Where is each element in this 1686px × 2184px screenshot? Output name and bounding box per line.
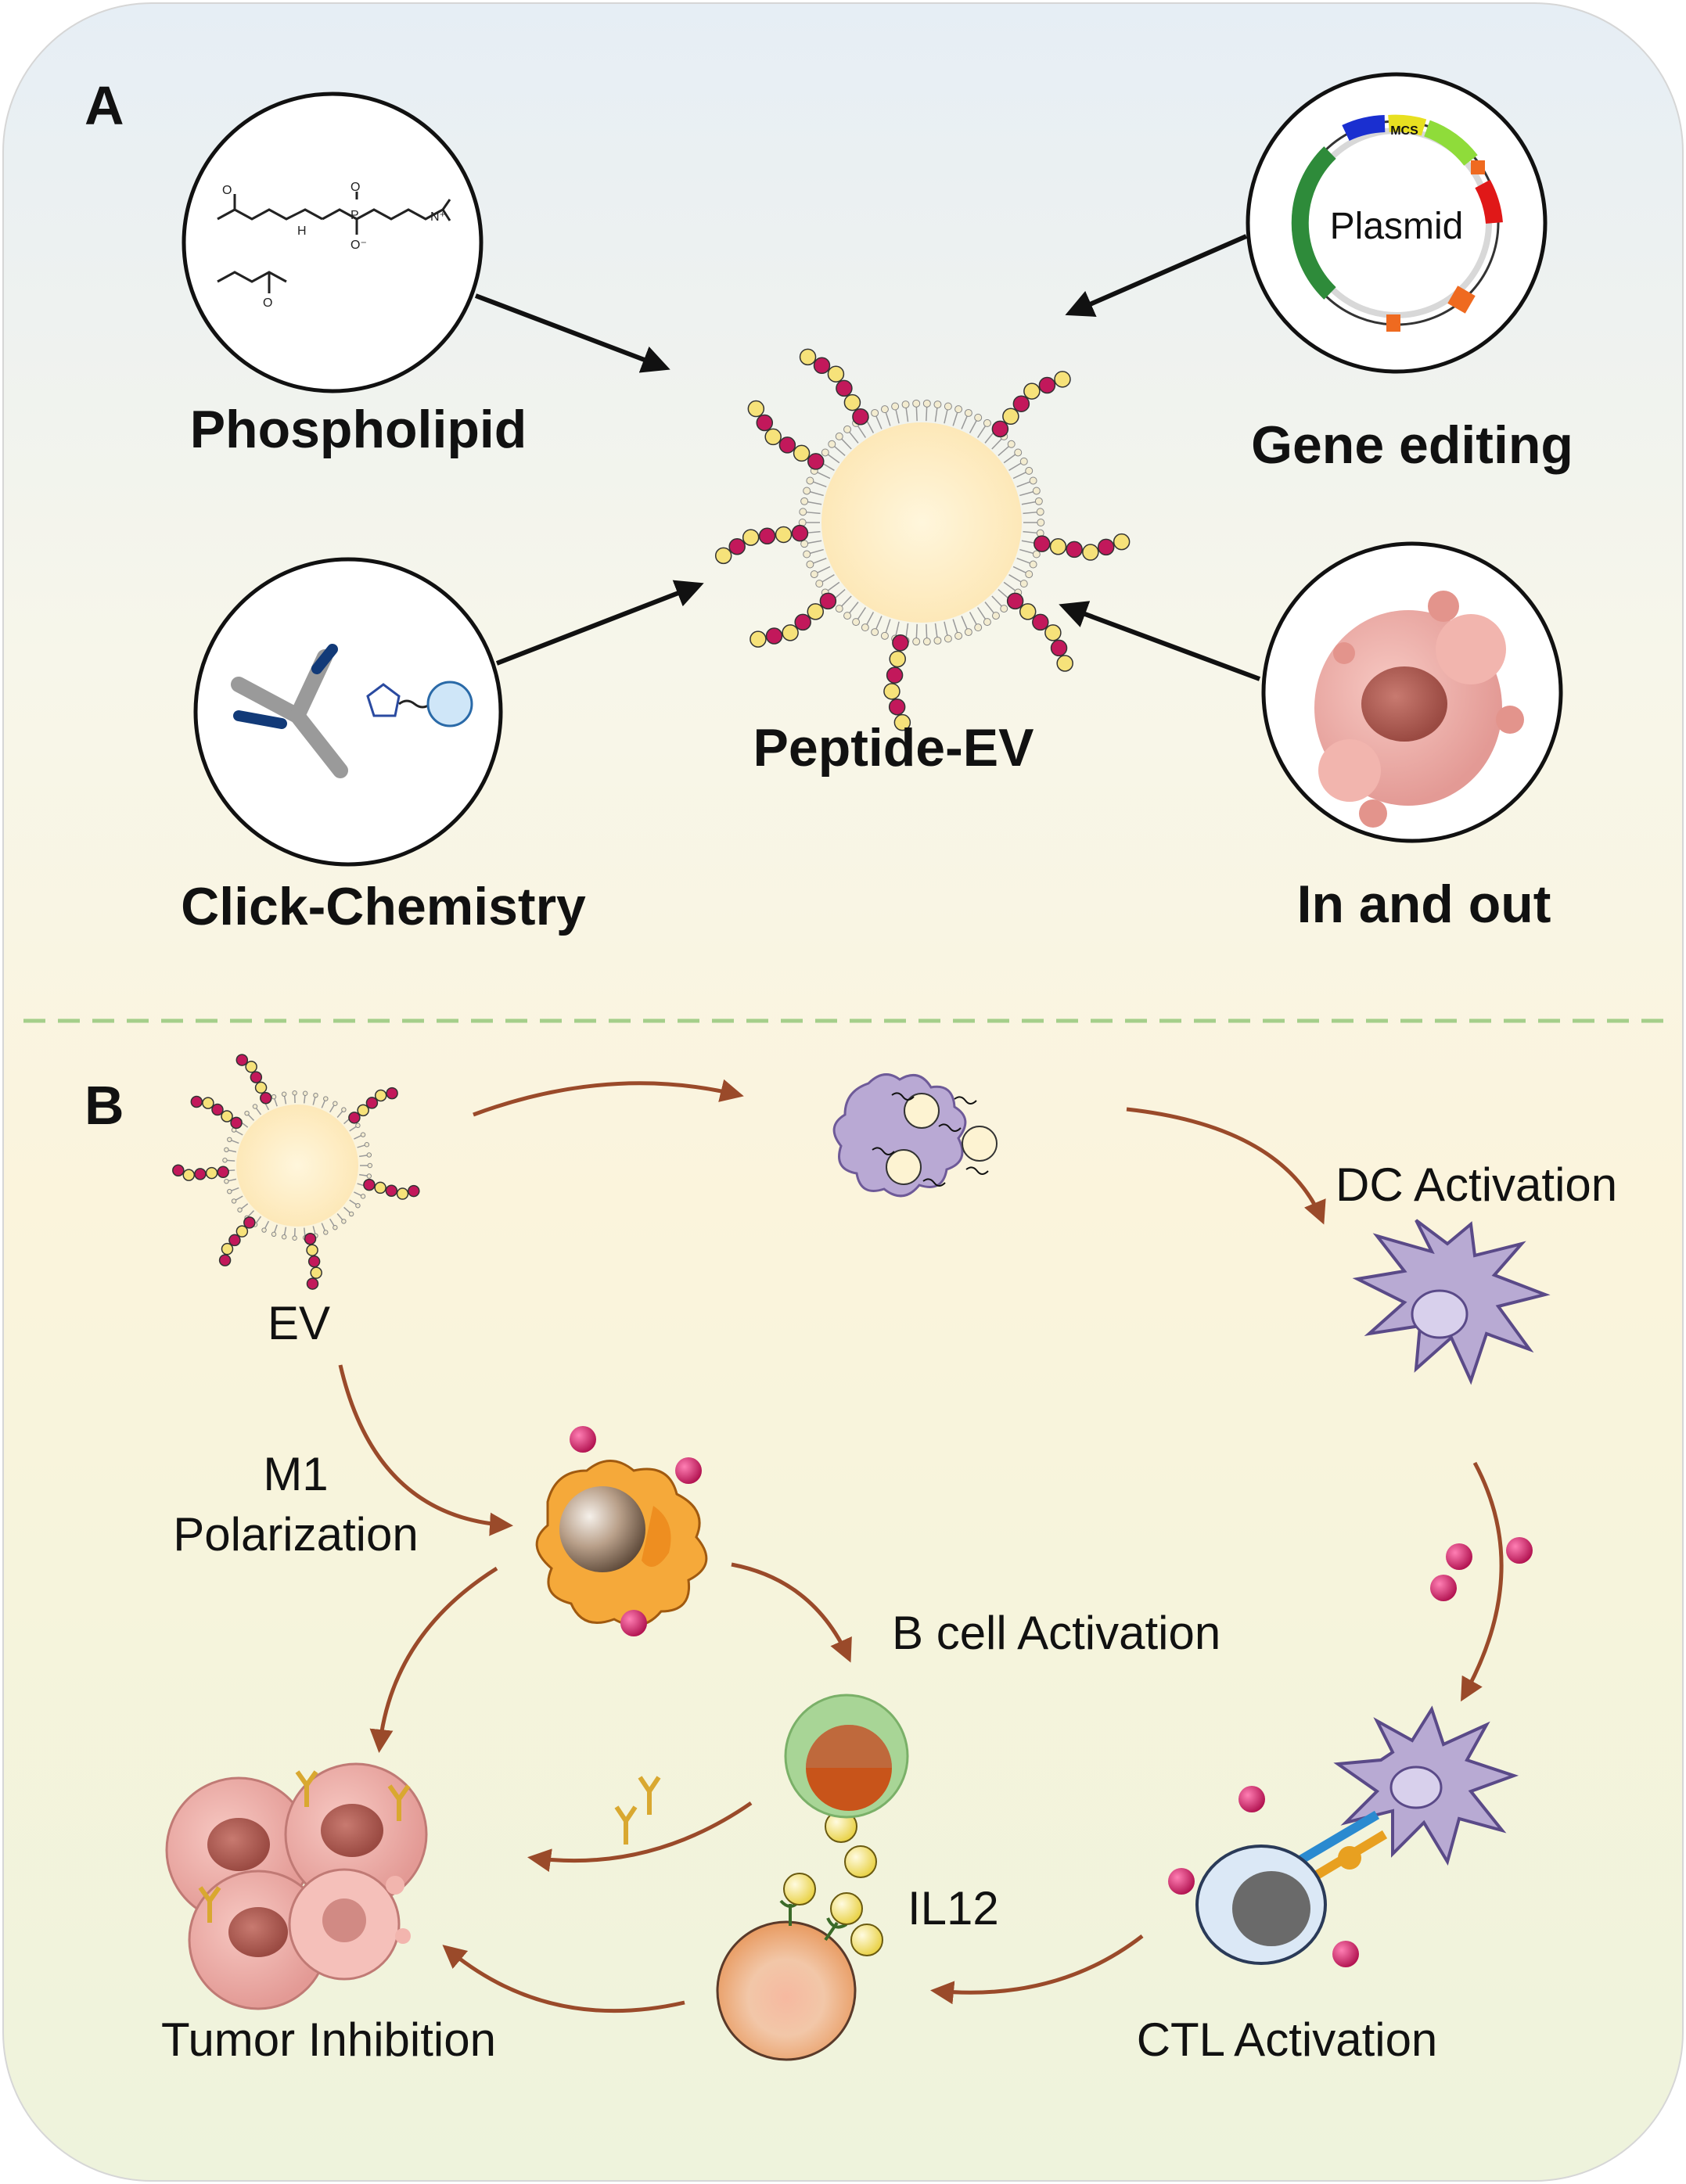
label-m1: M1 (263, 1448, 329, 1500)
cytokine-ball (1430, 1575, 1457, 1601)
svg-text:O: O (222, 184, 232, 197)
label-phospholipid: Phospholipid (189, 400, 527, 459)
peptide-ev-center (714, 348, 1131, 731)
svg-text:P: P (351, 209, 359, 222)
tumor-cluster (165, 1762, 428, 2010)
dc-uptake-cell (832, 1073, 998, 1198)
dc-ctl-synapse (1195, 1705, 1519, 1965)
activated-dc-cell (1352, 1219, 1551, 1385)
label-dc-activation: DC Activation (1335, 1158, 1618, 1211)
cytokine-ball (675, 1457, 702, 1484)
label-tumor-inhibition: Tumor Inhibition (161, 2013, 496, 2066)
label-in-and-out: In and out (1296, 875, 1551, 934)
arrow-in-out-to-ev (1059, 601, 1261, 681)
label-ctl-activation: CTL Activation (1136, 2013, 1438, 2066)
mcs-text: MCS (1390, 124, 1418, 138)
arrow-phospholipid-to-ev (474, 293, 670, 373)
arrow-dc-to-ctl (1461, 1461, 1504, 1702)
svg-text:H: H (297, 225, 307, 238)
antibody-icon (231, 644, 348, 778)
antibody-icon (198, 1770, 411, 1923)
antibody-icon (614, 1776, 661, 1845)
cytokine-ball (1168, 1868, 1195, 1895)
arrow-gene-editing-to-ev (1065, 234, 1248, 318)
b-cell (784, 1694, 909, 1819)
peptide-chains (714, 348, 1131, 731)
label-ev: EV (267, 1297, 331, 1349)
arrow-bcell-to-tumor (527, 1801, 753, 1873)
svg-text:O⁻: O⁻ (351, 239, 367, 252)
cytokine-ball (1238, 1786, 1265, 1812)
cytokine-ball (620, 1610, 647, 1636)
arrow-il12-to-tumor (442, 1945, 685, 2013)
arrow-macrophage-to-tumor (369, 1566, 498, 1753)
phospholipid-inset: O O O O⁻ P N⁺ H (182, 92, 484, 393)
in-and-out-inset (1261, 541, 1563, 843)
cytokine-ball (1332, 1941, 1359, 1967)
svg-text:O: O (263, 296, 272, 310)
arrow-click-to-ev (495, 580, 704, 666)
click-chemistry-inset (193, 557, 503, 867)
phospholipid-structure-icon (217, 192, 451, 293)
arrow-ev-to-uptake (473, 1079, 744, 1117)
label-bcell-activation: B cell Activation (892, 1607, 1221, 1659)
plasmid-inset: Plasmid MCS (1246, 72, 1548, 374)
plasmid-text: Plasmid (1330, 206, 1464, 247)
label-il12: IL12 (908, 1882, 999, 1934)
label-click-chemistry: Click-Chemistry (181, 877, 586, 936)
label-polarization: Polarization (173, 1508, 419, 1561)
panel-a-letter: A (84, 75, 124, 136)
ev-small (172, 1054, 420, 1290)
arrow-ev-to-macrophage (338, 1364, 513, 1536)
cytokine-ball (570, 1426, 596, 1453)
il12-cell (716, 1810, 883, 2061)
arrow-uptake-to-dc (1126, 1107, 1326, 1225)
label-peptide-ev: Peptide-EV (753, 718, 1034, 778)
arrow-ctl-to-il12 (930, 1934, 1144, 2005)
panel-b-letter: B (84, 1075, 124, 1136)
ev-membrane (798, 399, 1045, 646)
label-gene-editing: Gene editing (1251, 415, 1573, 475)
cytokine-ball (1446, 1543, 1472, 1570)
arrow-macrophage-to-bcell (731, 1562, 852, 1663)
m1-macrophage (535, 1460, 708, 1627)
svg-text:N⁺: N⁺ (430, 210, 446, 224)
cytokine-ball (1506, 1537, 1533, 1564)
svg-text:O: O (351, 181, 360, 194)
